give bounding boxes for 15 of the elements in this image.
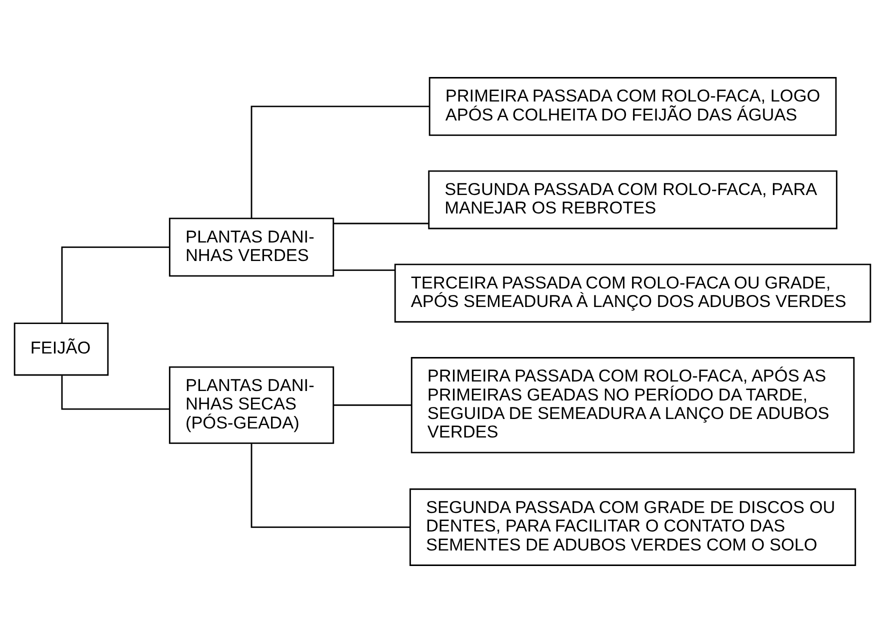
- connector: [61, 246, 170, 322]
- node-box: PLANTAS DANI- NHAS VERDES: [168, 217, 334, 276]
- node-box: PRIMEIRA PASSADA COM ROLO-FACA, LOGO APÓS A COLHEITA DO FEIJÃO DAS ÁGUAS: [428, 76, 837, 136]
- connector: [334, 222, 429, 224]
- connector: [250, 105, 430, 218]
- node-box: PLANTAS DANI- NHAS SECAS (PÓS-GEADA): [168, 366, 334, 444]
- connector: [334, 404, 412, 406]
- node-box: FEIJÃO: [14, 322, 109, 376]
- connector: [61, 375, 170, 410]
- node-box: SEGUNDA PASSADA COM ROLO-FACA, PARA MANEJAR OS REBROTES: [428, 170, 838, 229]
- node-box: PRIMEIRA PASSADA COM ROLO-FACA, APÓS AS PRIMEIRAS GEADAS NO PERÍODO DA TARDE, SEGUIDA DE SEMEADURA A LANÇO DE ADUBOS VERDES: [410, 356, 855, 453]
- node-box: TERCEIRA PASSADA COM ROLO-FACA OU GRADE, APÓS SEMEADURA À LANÇO DOS ADUBOS VERDES: [394, 263, 872, 322]
- connector: [334, 268, 395, 270]
- node-box: SEGUNDA PASSADA COM GRADE DE DISCOS OU DENTES, PARA FACILITAR O CONTATO DAS SEMENTES DE ADUBOS VERDES COM O SOLO: [409, 488, 856, 566]
- connector: [250, 443, 410, 528]
